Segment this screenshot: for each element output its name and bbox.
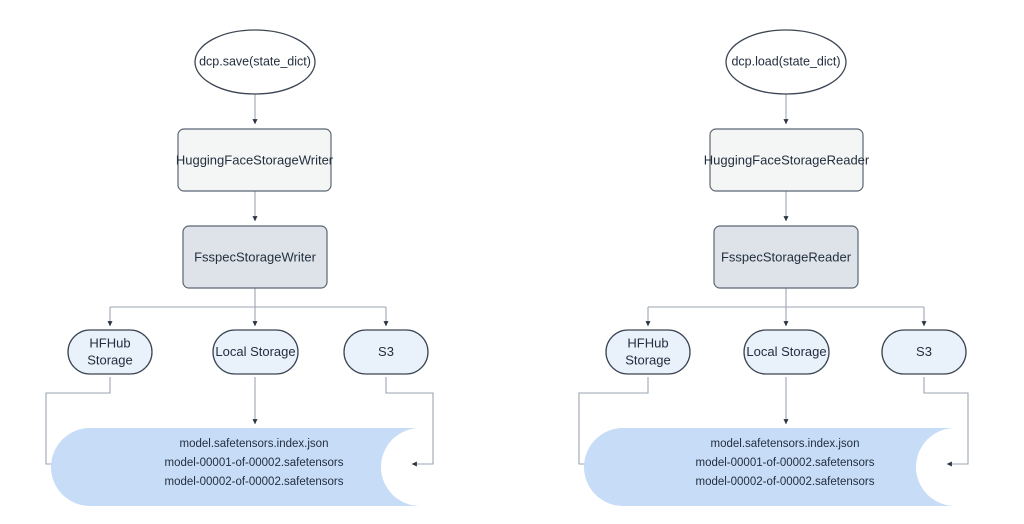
- edge-s3-to-storage-load: [923, 377, 969, 467]
- storage-file-0-load: model.safetensors.index.json: [711, 438, 860, 450]
- storage-file-2-save: model-00002-of-00002.safetensors: [164, 476, 343, 488]
- node-backend-hfhub-load[interactable]: [605, 329, 691, 375]
- node-fsspec-load[interactable]: [713, 225, 859, 289]
- node-backend-hfhub-save-label-line1: HFHub: [89, 335, 130, 350]
- node-backend-local-load-label: Local Storage: [746, 344, 826, 359]
- storage-file-0-save: model.safetensors.index.json: [180, 438, 329, 450]
- node-fsspec-load-label: FsspecStorageReader: [721, 249, 852, 264]
- storage-blob-load: [584, 428, 955, 506]
- storage-file-2-load: model-00002-of-00002.safetensors: [695, 476, 874, 488]
- node-entry-load[interactable]: [725, 29, 847, 95]
- storage-file-1-load: model-00001-of-00002.safetensors: [695, 457, 874, 469]
- node-reader-load[interactable]: [709, 128, 864, 192]
- node-backend-hfhub-save-label-line2: Storage: [87, 352, 133, 367]
- node-fsspec-save-label: FsspecStorageWriter: [194, 249, 317, 264]
- node-backend-s3-load[interactable]: [881, 329, 967, 375]
- edge-s3-to-storage: [385, 377, 434, 467]
- storage-file-1-save: model-00001-of-00002.safetensors: [164, 457, 343, 469]
- node-backend-local-save[interactable]: [212, 329, 299, 375]
- node-entry-save-label: dcp.save(state_dict): [199, 54, 311, 68]
- storage-blob-save: [51, 428, 420, 506]
- node-backend-local-load[interactable]: [743, 329, 830, 375]
- node-entry-load-label: dcp.load(state_dict): [731, 54, 840, 68]
- panel-save: dcp.save(state_dict) HuggingFaceStorageW…: [45, 29, 434, 506]
- node-backend-s3-load-label: S3: [916, 344, 932, 359]
- node-backend-s3-save-label: S3: [378, 344, 394, 359]
- node-writer-save-label: HuggingFaceStorageWriter: [176, 152, 334, 167]
- panel-load: dcp.load(state_dict) HuggingFaceStorageR…: [578, 29, 969, 506]
- node-backend-hfhub-load-label-line2: Storage: [625, 352, 671, 367]
- node-fsspec-save[interactable]: [182, 225, 328, 289]
- node-backend-s3-save[interactable]: [343, 329, 429, 375]
- node-entry-save[interactable]: [194, 29, 316, 95]
- node-reader-load-label: HuggingFaceStorageReader: [704, 152, 870, 167]
- node-writer-save[interactable]: [177, 128, 332, 192]
- node-backend-hfhub-load-label-line1: HFHub: [627, 335, 668, 350]
- node-backend-hfhub-save[interactable]: [67, 329, 153, 375]
- node-backend-local-save-label: Local Storage: [215, 344, 295, 359]
